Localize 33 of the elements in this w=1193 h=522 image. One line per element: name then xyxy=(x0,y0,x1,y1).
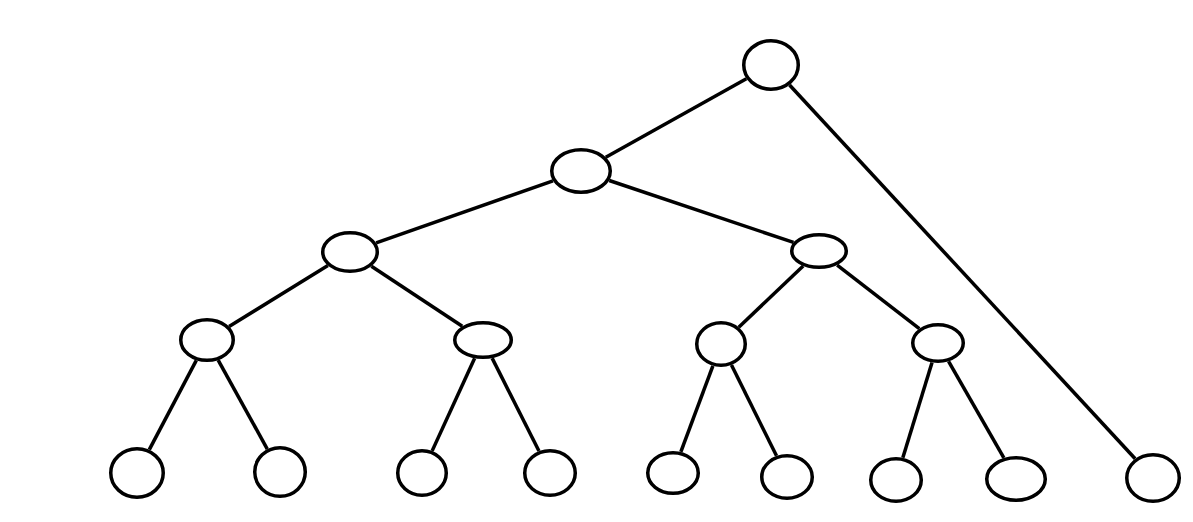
connector-line xyxy=(729,364,779,457)
connector-line xyxy=(430,357,477,452)
connector-line xyxy=(375,179,554,245)
oval-node xyxy=(646,451,701,495)
connector-line xyxy=(604,77,748,159)
connector-line xyxy=(679,365,715,453)
oval-node xyxy=(321,230,379,273)
oval-node xyxy=(790,233,849,269)
connector-line xyxy=(901,362,934,459)
oval-node xyxy=(742,38,801,91)
connector-line xyxy=(788,83,1137,460)
oval-node xyxy=(396,449,449,497)
oval-node xyxy=(253,446,307,498)
oval-node xyxy=(695,321,748,367)
connector-line xyxy=(228,264,329,328)
oval-node xyxy=(1125,453,1181,503)
oval-node xyxy=(911,323,966,363)
oval-node xyxy=(179,318,235,362)
oval-node xyxy=(985,456,1048,502)
connector-line xyxy=(608,178,795,245)
connector-line xyxy=(370,264,464,328)
connector-line xyxy=(836,263,921,330)
oval-node xyxy=(869,457,924,503)
oval-node xyxy=(550,148,613,194)
oval-node xyxy=(760,454,815,500)
oval-node xyxy=(109,447,165,499)
connector-line xyxy=(947,360,1006,459)
oval-node xyxy=(523,449,578,497)
oval-node xyxy=(453,321,514,359)
connector-line xyxy=(490,357,541,452)
connector-line xyxy=(737,264,805,329)
connector-line xyxy=(216,359,269,450)
connector-line xyxy=(147,359,198,451)
